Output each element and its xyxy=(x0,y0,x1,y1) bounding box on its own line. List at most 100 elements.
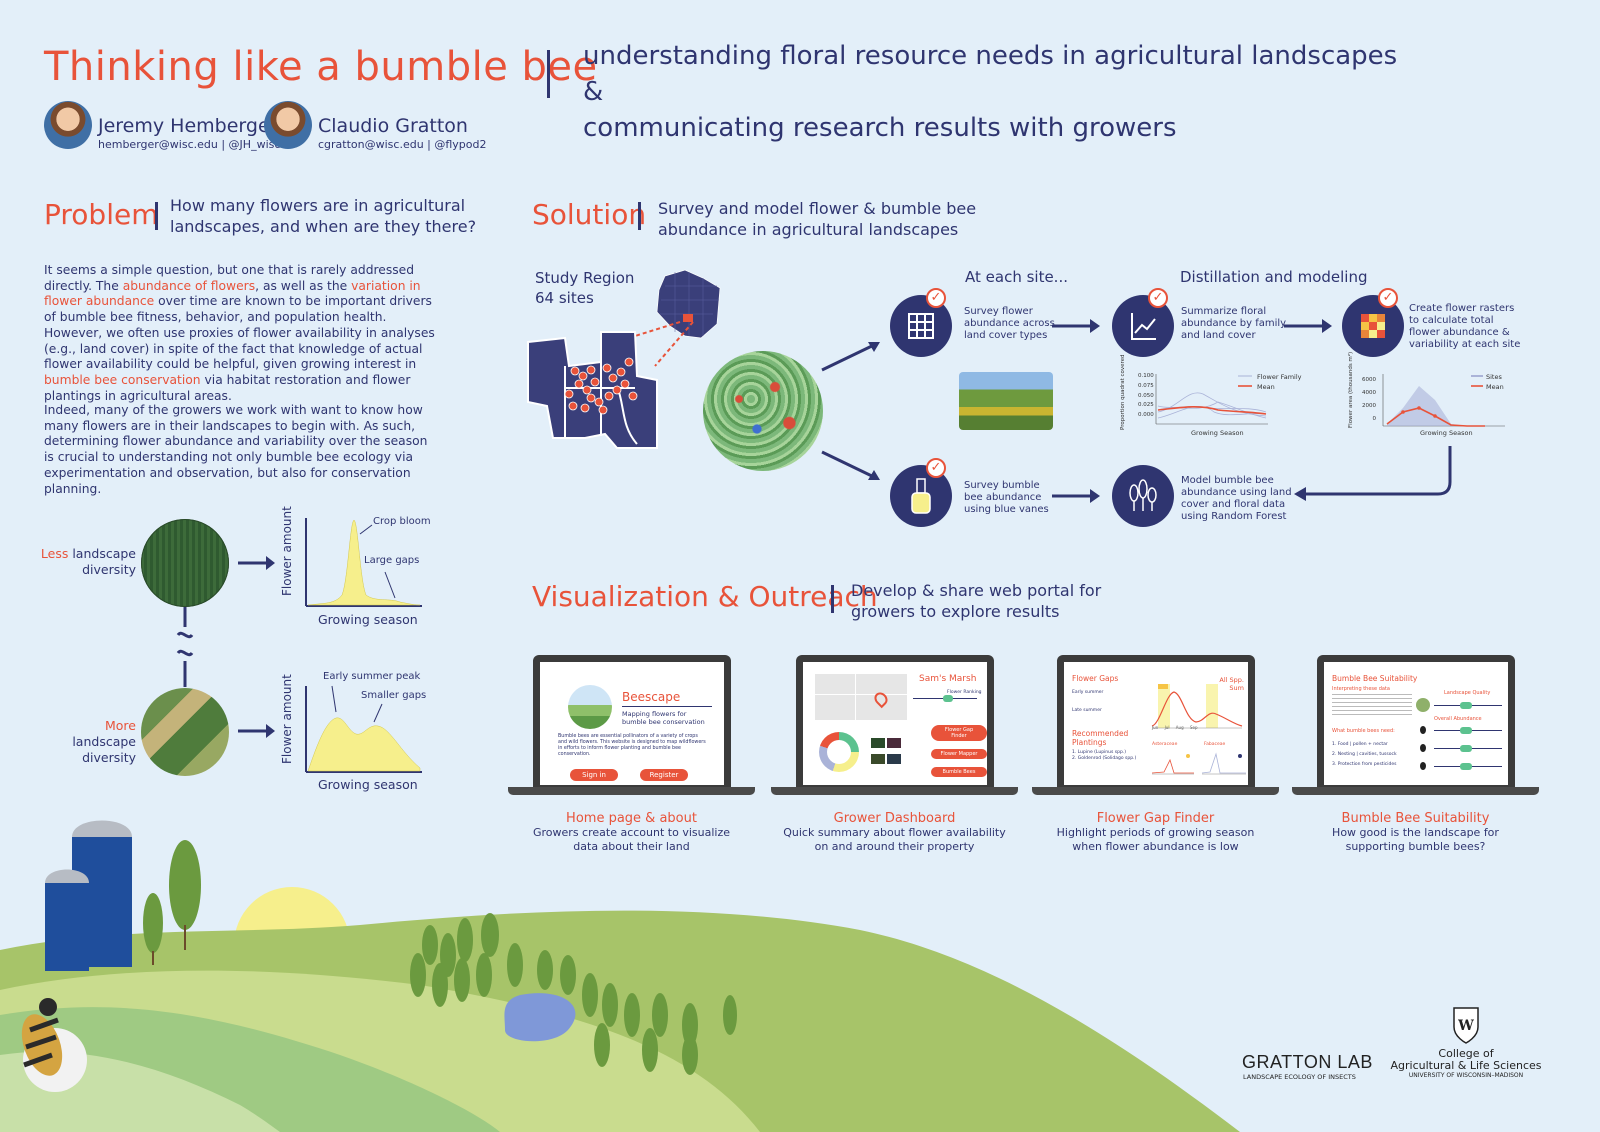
flower-area-chart xyxy=(1382,374,1505,427)
avatar-jeremy xyxy=(44,101,92,149)
bee-icon xyxy=(1420,744,1426,752)
problem-paragraph-1: It seems a simple question, but one that… xyxy=(44,263,435,403)
problem-divider xyxy=(155,202,158,230)
laptop-base xyxy=(508,787,755,795)
title-divider xyxy=(547,50,550,98)
card-title: Home page & about xyxy=(566,811,697,826)
subtitle-line-2: communicating research results with grow… xyxy=(583,113,1177,143)
flower-gap-finder-button[interactable]: Flower Gap Finder xyxy=(931,722,987,741)
chart1-xlabel: Growing Season xyxy=(1191,429,1244,437)
problem-question: How many flowers are in agricultural lan… xyxy=(170,196,477,236)
chart-x-label: Growing season xyxy=(318,612,418,627)
study-region-label: Study Region 64 sites xyxy=(535,269,635,307)
chart-y-label: Flower amount xyxy=(280,506,294,596)
map-pin-icon xyxy=(871,689,891,709)
floral-abundance-chart xyxy=(1155,374,1268,425)
author-name: Jeremy Hemberger xyxy=(98,115,278,137)
chart-x-label: Growing season xyxy=(318,777,418,792)
arrow-right-icon xyxy=(1284,319,1332,333)
beescape-logo xyxy=(568,685,612,729)
dashboard-title: Sam's Marsh xyxy=(919,674,977,684)
dashboard-donut-chart xyxy=(819,732,859,772)
gratton-lab-tagline: LANDSCAPE ECOLOGY OF INSECTS xyxy=(1243,1073,1356,1081)
annotation-large-gaps: Large gaps xyxy=(364,555,420,566)
laptop-base xyxy=(1032,787,1279,795)
farm-landscape-illustration xyxy=(0,820,1240,1132)
suitability-title: Bumble Bee Suitability xyxy=(1332,674,1418,683)
chart-y-label: Flower amount xyxy=(280,674,294,764)
poster-title: Thinking like a bumble bee xyxy=(44,44,598,90)
flower-mapper-button[interactable]: Flower Mapper xyxy=(931,740,987,759)
author-contact: cgratton@wisc.edu | @flypod2 xyxy=(318,138,487,151)
laptop-grower-dashboard: Sam's Marsh Flower Ranking Flower Gap Fi… xyxy=(796,655,994,788)
more-diversity-chart xyxy=(305,685,422,773)
avatar-claudio xyxy=(264,101,312,149)
author-name: Claudio Gratton xyxy=(318,115,468,137)
beescape-description: Bumble bees are essential pollinators of… xyxy=(558,734,706,757)
more-diversity-aerial-image xyxy=(141,688,229,776)
dashboard-map xyxy=(815,674,907,720)
register-button[interactable]: Register xyxy=(640,762,688,781)
laptop-bumble-bee-suitability: Bumble Bee Suitability Interpreting thes… xyxy=(1317,655,1515,788)
connector-squiggle xyxy=(176,607,194,687)
uw-crest-icon: W xyxy=(1453,1007,1479,1044)
gratton-lab-logo: GRATTON LAB xyxy=(1242,1052,1373,1072)
arrow-right-icon xyxy=(1052,489,1100,503)
checkmark-icon: ✓ xyxy=(926,458,946,478)
chart2-ylabel: Flower area (thousands m²) xyxy=(1348,351,1354,428)
bee-icon xyxy=(1420,726,1426,734)
card-title: Grower Dashboard xyxy=(833,811,956,826)
arrow-right-icon xyxy=(238,556,275,570)
arrow-right-icon xyxy=(1052,319,1100,333)
less-diversity-aerial-image xyxy=(141,519,229,607)
distillation-heading: Distillation and modeling xyxy=(1180,268,1368,286)
sign-in-button[interactable]: Sign in xyxy=(570,762,618,781)
checkmark-icon: ✓ xyxy=(926,288,946,308)
land-cover-map-circle xyxy=(703,351,823,471)
random-forest-trees-icon xyxy=(1112,465,1174,527)
branch-arrows xyxy=(821,342,880,480)
svg-text:W: W xyxy=(1457,1018,1474,1034)
laptop-flower-gap-finder: Flower Gaps Early summer Late summer Rec… xyxy=(1057,655,1255,788)
subtitle-line-1: understanding floral resource needs in a… xyxy=(583,41,1398,107)
viz-heading: Visualization & Outreach xyxy=(532,580,878,613)
card-title: Flower Gap Finder xyxy=(1096,811,1215,826)
annotation-crop-bloom: Crop bloom xyxy=(373,516,431,527)
poster-subtitle: understanding floral resource needs in a… xyxy=(583,38,1403,146)
annotation-early-summer-peak: Early summer peak xyxy=(323,671,421,682)
problem-heading: Problem xyxy=(44,198,159,231)
beescape-title: Beescape xyxy=(622,690,681,704)
solution-subtitle: Survey and model flower & bumble bee abu… xyxy=(658,199,977,239)
at-each-site-heading: At each site... xyxy=(965,268,1068,286)
return-arrow xyxy=(1294,446,1452,501)
viz-divider xyxy=(831,585,834,613)
annotation-smaller-gaps: Smaller gaps xyxy=(361,690,427,701)
cals-logo: College of Agricultural & Life Sciences … xyxy=(1390,1047,1542,1080)
laptop-base xyxy=(1292,787,1539,795)
bumble-bees-button[interactable]: Bumble Bees xyxy=(931,758,987,777)
gap-finder-chart xyxy=(1151,684,1243,729)
solution-heading: Solution xyxy=(532,198,647,231)
author-contact: hemberger@wisc.edu | @JH_wisc xyxy=(98,138,281,151)
viz-subtitle: Develop & share web portal for growers t… xyxy=(851,581,1102,621)
checkmark-icon: ✓ xyxy=(1378,288,1398,308)
study-region-map xyxy=(527,269,721,449)
recommended-plantings: Recommended Plantings xyxy=(1072,729,1129,747)
bee-icon xyxy=(1420,762,1426,770)
gap-finder-title: Flower Gaps xyxy=(1072,674,1119,683)
